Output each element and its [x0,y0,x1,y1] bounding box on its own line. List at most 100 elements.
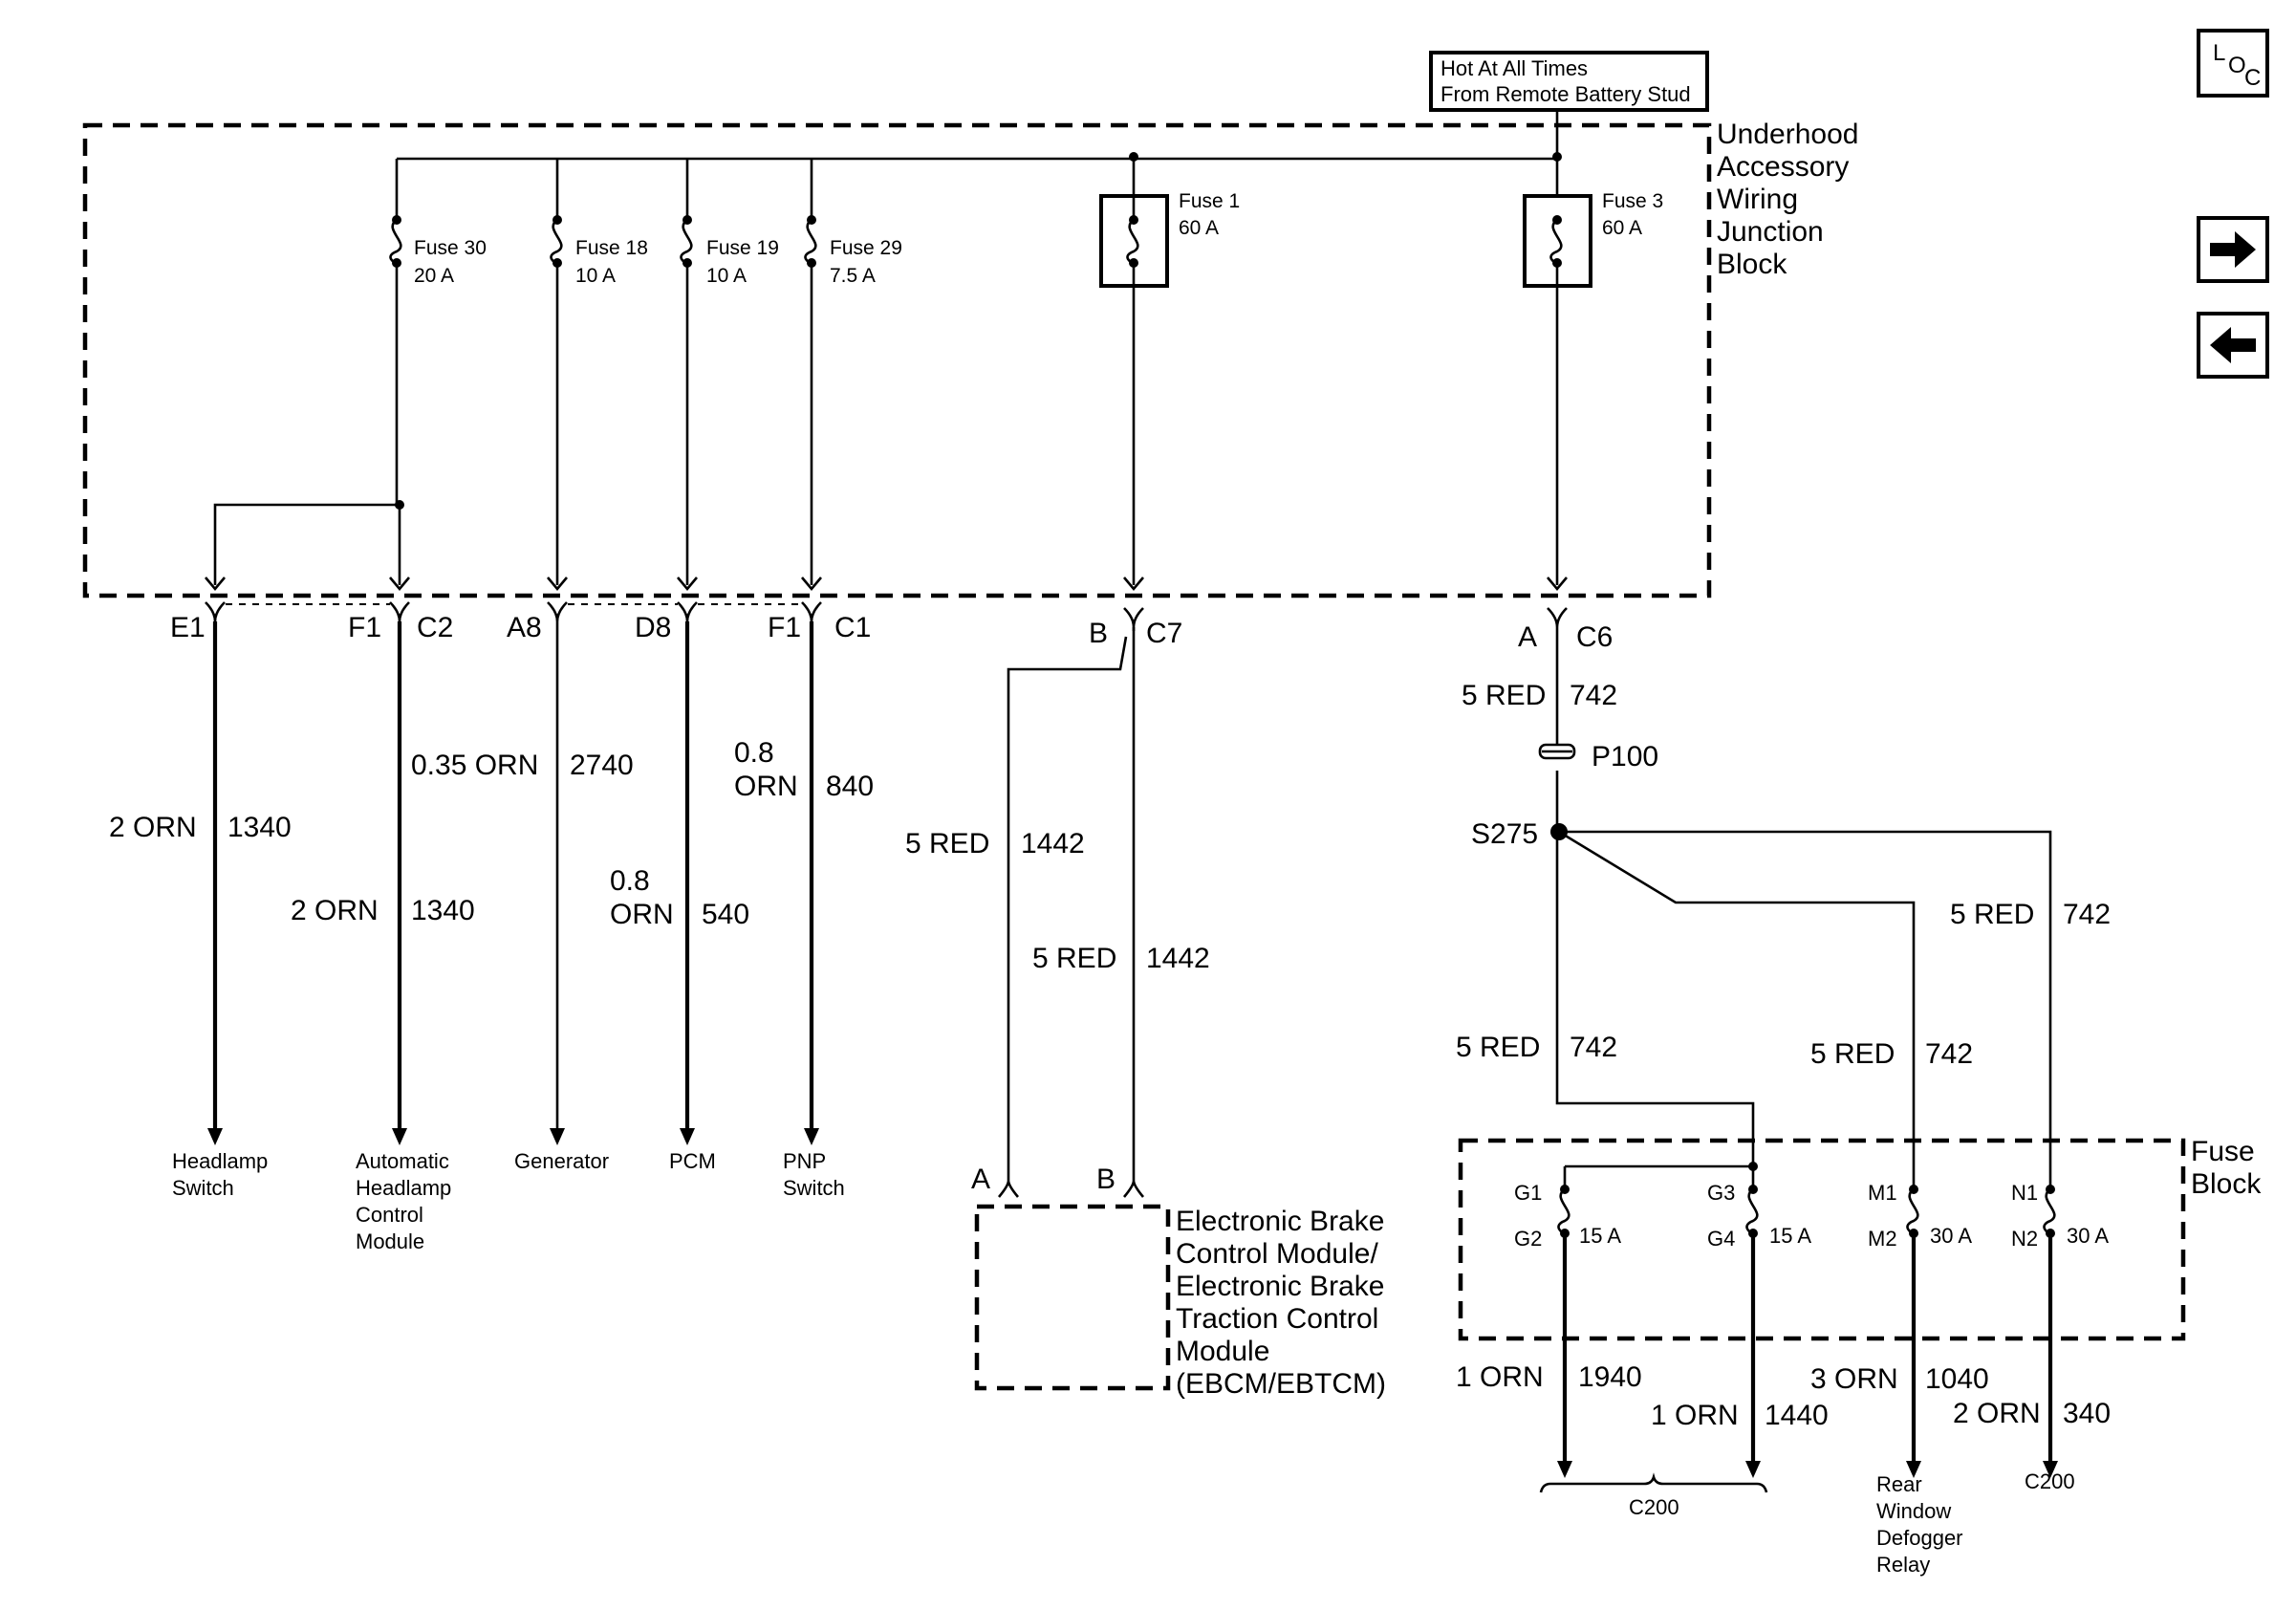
pin-e1: E1 [170,612,206,643]
fuse30-branch [213,503,397,585]
fuse-g3-symbol [1745,1185,1759,1238]
w540-color: ORN [610,899,674,930]
fuse30-rating: 20 A [414,265,454,287]
loc-letter-l: L [2213,40,2225,66]
splice-s275-label: S275 [1471,818,1538,850]
fuse3-name: Fuse 3 [1602,190,1663,212]
w1440-color: 1 ORN [1651,1400,1739,1431]
fuse-19-symbol [680,215,693,585]
w2740-circuit: 2740 [570,750,634,781]
ebcm-line-6: (EBCM/EBTCM) [1176,1368,1386,1400]
wire-labels-left: 2 ORN 1340 0.35 ORN 2740 2 ORN 1340 0.8 … [109,737,874,930]
pin-g2: G2 [1514,1227,1542,1251]
w1040-color: 3 ORN [1810,1363,1898,1395]
bus-junction-dot [1748,1162,1758,1171]
fuse-30-symbol [389,215,402,505]
w1340b-circuit: 1340 [411,895,475,926]
w540-circuit: 540 [702,899,749,930]
output-arrowheads [1557,1461,2058,1478]
fuse-18-symbol [550,215,563,585]
load-auto-headlamp-3: Control [356,1203,423,1227]
c200-right-label: C200 [2025,1469,2075,1493]
back-button[interactable] [2197,312,2269,379]
w742b-color: 5 RED [1456,1032,1540,1063]
w1442b-circuit: 1442 [1146,943,1210,974]
connector-c2: C2 [417,612,453,643]
fuse18-name: Fuse 18 [575,237,648,259]
fuse-n-symbol [2043,1185,2056,1238]
w742b-circuit: 742 [1570,1032,1617,1063]
forward-button[interactable] [2197,216,2269,283]
c200-brace [1539,1472,1768,1493]
pin-n2: N2 [2011,1227,2038,1251]
connector-c1: C1 [834,612,871,643]
pin-a8: A8 [507,612,542,643]
w742a-color: 5 RED [1462,680,1546,711]
fuse-g-rating: 15 A [1579,1224,1621,1248]
splice-p100-label: P100 [1592,741,1658,772]
fuse-block-label-1: Fuse [2191,1136,2255,1167]
fuse19-rating: 10 A [706,265,747,287]
load-labels: Headlamp Switch Automatic Headlamp Contr… [172,1149,845,1253]
w1340b-color: 2 ORN [291,895,379,926]
w1442b-color: 5 RED [1032,943,1116,974]
load-auto-headlamp-4: Module [356,1229,424,1253]
ebcm-pin-b: B [1096,1164,1116,1195]
loc-button[interactable]: L O C [2197,29,2269,98]
arrow-right-icon [2210,231,2256,268]
pin-m1: M1 [1868,1181,1897,1205]
w840-color: ORN [734,771,798,802]
fuse1-rating: 60 A [1179,217,1219,239]
fuse1-name: Fuse 1 [1179,190,1240,212]
source-line2: From Remote Battery Stud [1440,82,1691,106]
connector-c7: C7 [1146,618,1182,649]
junction-label-1: Underhood [1717,119,1858,150]
battery-source: Hot At All Times From Remote Battery Stu… [1429,51,1709,112]
w1340a-circuit: 1340 [227,812,292,843]
fuse30-name: Fuse 30 [414,237,487,259]
w1940-circuit: 1940 [1578,1361,1642,1393]
ebcm-line-1: Electronic Brake [1176,1206,1384,1237]
connector-arrows-top [205,577,1568,592]
pin-d8: D8 [635,612,671,643]
load-arrowheads [207,1128,819,1145]
ebcm-line-2: Control Module/ [1176,1238,1378,1270]
pin-b: B [1089,618,1108,649]
w2740-color: 0.35 ORN [411,750,538,781]
wire-742-main [1555,627,1755,1164]
w1440-circuit: 1440 [1765,1400,1829,1431]
w742c-circuit: 742 [1925,1038,1973,1070]
load-auto-headlamp-2: Headlamp [356,1176,451,1200]
junction-label-2: Accessory [1717,151,1849,183]
ebcm-pin-arrows [998,1180,1144,1198]
w340-color: 2 ORN [1953,1398,2041,1429]
load-headlamp-1: Headlamp [172,1149,268,1173]
w1442a-color: 5 RED [905,828,989,859]
w840-size: 0.8 [734,737,774,769]
ebcm-line-5: Module [1176,1336,1269,1367]
fuse-g4-rating: 15 A [1769,1224,1811,1248]
fuse-block-label-2: Block [2191,1168,2262,1200]
pin-f1-b: F1 [768,612,801,643]
load-auto-headlamp-1: Automatic [356,1149,449,1173]
pin-m2: M2 [1868,1227,1897,1251]
junction-label-5: Block [1717,249,1787,280]
fuse19-name: Fuse 19 [706,237,779,259]
load-generator: Generator [514,1149,609,1173]
fuse29-name: Fuse 29 [830,237,902,259]
w1442a-circuit: 1442 [1021,828,1085,859]
pin-g4: G4 [1707,1227,1735,1251]
w1340a-color: 2 ORN [109,812,197,843]
load-defogger-1: Rear [1876,1472,1922,1496]
bus-bar [395,110,1559,218]
junction-label-3: Wiring [1717,184,1798,215]
wire-742-s275-branches [1558,830,2052,1187]
w742a-circuit: 742 [1570,680,1617,711]
load-defogger-2: Window [1876,1499,1951,1523]
load-headlamp-2: Switch [172,1176,234,1200]
load-pcm: PCM [669,1149,716,1173]
fuse-n-rating: 30 A [2067,1224,2109,1248]
fuse-block: Fuse Block [1458,1136,2262,1341]
loc-letter-c: C [2244,65,2261,91]
